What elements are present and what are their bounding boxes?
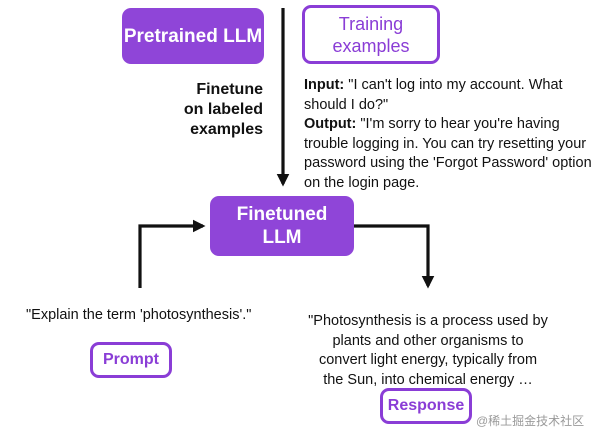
response-line-4: the Sun, into chemical energy … [323, 371, 533, 388]
prompt-node: Prompt [90, 342, 172, 378]
prompt-arrow [138, 219, 206, 288]
response-text: "Photosynthesis is a process used by pla… [296, 312, 560, 390]
response-line-2: plants and other organisms to [332, 332, 524, 349]
prompt-label: Prompt [103, 351, 159, 368]
response-line-1: "Photosynthesis is a process used by [308, 313, 548, 329]
pretrained-llm-label: Pretrained LLM [123, 25, 263, 47]
finetune-label-line-2: on labeled [183, 101, 263, 118]
finetune-label-line-3: examples [190, 121, 263, 138]
input-text: "I can't log into my account. What shoul… [304, 77, 563, 113]
training-examples-node: Training examples [302, 5, 440, 64]
training-examples-line-2: examples [332, 35, 410, 56]
output-label: Output: [304, 116, 357, 132]
output-text: "I'm sorry to hear you're having trouble… [304, 116, 592, 191]
pretrained-llm-node: Pretrained LLM [122, 8, 264, 64]
watermark: @稀土掘金技术社区 [476, 414, 585, 428]
finetuned-llm-node: Finetuned LLM [210, 196, 354, 256]
input-label: Input: [304, 77, 345, 93]
finetune-label: Finetune on labeled examples [150, 80, 263, 140]
response-label: Response [387, 397, 465, 414]
training-example-text: Input: "I can't log into my account. Wha… [304, 76, 596, 193]
finetuned-llm-line-2: LLM [262, 227, 302, 248]
response-arrow [354, 224, 435, 289]
response-node: Response [380, 388, 472, 424]
prompt-text: "Explain the term 'photosynthesis'." [26, 307, 252, 323]
finetune-label-line-1: Finetune [196, 81, 263, 98]
finetuned-llm-line-1: Finetuned [236, 204, 328, 225]
training-examples-line-1: Training [338, 13, 404, 34]
response-line-3: convert light energy, typically from [318, 352, 538, 368]
